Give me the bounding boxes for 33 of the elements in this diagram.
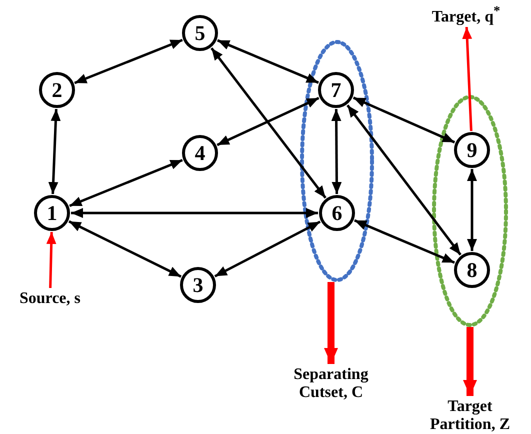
numbered-circle-node: 6 (319, 195, 355, 231)
double-headed-arrow (331, 109, 342, 194)
numbered-circle-node: 3 (180, 267, 216, 303)
numbered-circle-node: 9 (454, 132, 490, 168)
numbered-circle-node: 7 (318, 72, 354, 108)
double-headed-arrow (352, 96, 456, 144)
numbered-circle-node: 4 (182, 135, 218, 171)
double-headed-arrow (467, 169, 477, 251)
arrow (46, 232, 56, 288)
double-headed-arrow (71, 208, 318, 218)
double-headed-arrow (216, 96, 320, 146)
numbered-circle-node: 2 (39, 72, 75, 108)
arrow (462, 26, 472, 132)
dashed-ellipse (432, 95, 508, 327)
double-headed-arrow (214, 220, 321, 278)
node-label: Source, s (5, 290, 95, 310)
thick-arrow (463, 327, 477, 396)
double-headed-arrow (217, 39, 319, 84)
numbered-circle-node: 5 (182, 15, 218, 51)
dashed-ellipse (300, 40, 374, 282)
double-headed-arrow (354, 219, 455, 264)
node-label: Separating Cutset, C (286, 366, 376, 406)
node-label: Target, q$^{*}$ (411, 3, 521, 25)
node-label: Target Partition, Z (425, 398, 515, 434)
numbered-circle-node: 8 (454, 252, 490, 288)
double-headed-arrow (346, 104, 462, 256)
double-headed-arrow (74, 38, 183, 84)
double-headed-arrow (68, 220, 182, 278)
numbered-circle-node: 1 (34, 195, 70, 231)
double-headed-arrow (69, 158, 183, 208)
double-headed-arrow (48, 108, 61, 194)
thick-arrow (324, 282, 338, 364)
double-headed-arrow (210, 47, 326, 199)
